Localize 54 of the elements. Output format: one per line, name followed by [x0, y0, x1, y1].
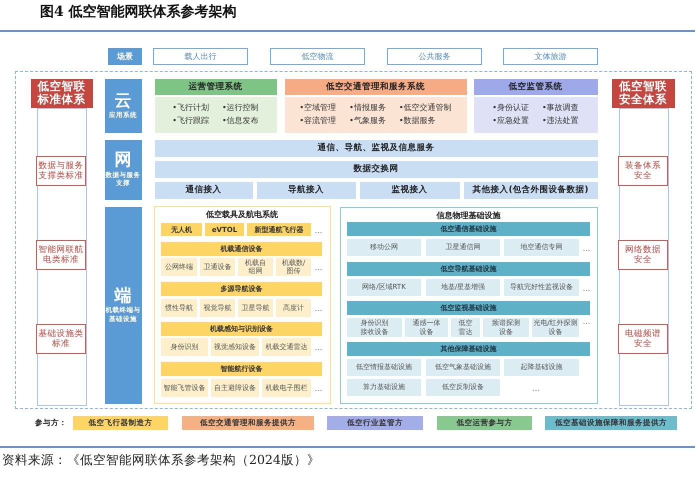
system-header: 低空监管系统 — [474, 78, 598, 96]
layer-glyph: 端 — [114, 286, 132, 306]
column-frame — [618, 108, 668, 406]
bullet-item: •信息发布 — [222, 116, 259, 126]
group-title: 信息物理基础设施 — [436, 210, 500, 220]
layer-box — [104, 140, 142, 200]
layer-glyph: 网 — [114, 151, 132, 171]
standard-box: 基础设施类标准 — [36, 324, 86, 354]
bullet-item: •事故调查 — [542, 103, 579, 113]
system-header: 低空交通管理和服务系统 — [284, 78, 466, 96]
system-box — [474, 78, 598, 132]
heading-box: 低空智联安全体系 — [612, 78, 674, 108]
scene-box: 文体旅游 — [503, 48, 598, 65]
group-box — [340, 206, 598, 404]
standard-box: 装备体系安全 — [618, 156, 668, 186]
group-box — [154, 206, 330, 404]
bullet-item: •飞行跟踪 — [172, 116, 209, 126]
standard-box: 网络数据安全 — [618, 240, 668, 270]
service-band: 数据交换网 — [154, 160, 598, 178]
layer-glyph: 云 — [114, 92, 132, 111]
group-title: 低空载具及航电系统 — [206, 208, 278, 220]
bullet-item: •飞行计划 — [172, 103, 209, 113]
bullet-item: •情报服务 — [349, 103, 386, 113]
figure-title: 图4 低空智能网联体系参考架构 — [40, 3, 237, 21]
scene-box: 公共服务 — [387, 48, 482, 65]
heading-box: 低空智联标准体系 — [30, 78, 92, 108]
access-box: 通信接入 — [154, 182, 252, 198]
standard-box: 智能网联航电类标准 — [36, 240, 86, 270]
system-box — [154, 78, 276, 132]
bullet-item: •空域管理 — [299, 103, 336, 113]
bullet-item: •容流管理 — [299, 116, 336, 126]
scene-box: 低空物流 — [270, 48, 365, 65]
bullet-item: •低空交通管制 — [398, 103, 452, 113]
bullet-item: •运行控制 — [222, 103, 259, 113]
service-band: 通信、导航、监视及信息服务 — [154, 140, 598, 156]
access-box: 监视接入 — [360, 182, 460, 198]
bullet-item: •应急处置 — [492, 116, 529, 126]
layer-box — [104, 78, 142, 132]
system-box — [284, 78, 466, 132]
access-box: 导航接入 — [256, 182, 356, 198]
layer-box — [104, 206, 142, 404]
bullet-item: •身份认证 — [492, 103, 529, 113]
dashed-frame — [15, 71, 692, 409]
layer-label: 场景 — [108, 48, 142, 65]
bullet-item: •气象服务 — [349, 116, 386, 126]
bullet-item: •数据服务 — [398, 116, 437, 126]
scene-box: 载人出行 — [153, 48, 248, 65]
source-note: 资料来源：《低空智能网联体系参考架构（2024版）》 — [2, 452, 320, 468]
bullet-item: •违法处置 — [542, 116, 579, 126]
column-frame — [36, 108, 86, 406]
system-header: 运营管理系统 — [154, 78, 276, 96]
access-box: 其他接入(包含外围设备数据) — [464, 182, 598, 198]
standard-box: 数据与服务支撑类标准 — [36, 156, 86, 186]
standard-box: 电磁频谱安全 — [618, 324, 668, 354]
